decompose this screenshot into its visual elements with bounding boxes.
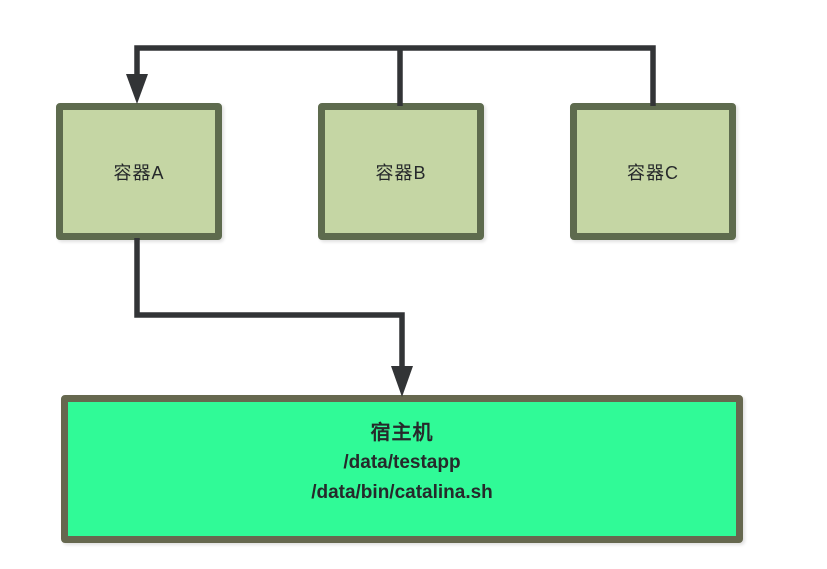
arrowhead-into-host	[391, 366, 413, 397]
connector-top-rail	[134, 45, 656, 106]
node-host-machine: 宿主机 /data/testapp /data/bin/catalina.sh	[61, 395, 743, 543]
container-a-label: 容器A	[113, 162, 165, 183]
node-container-a: 容器A	[56, 103, 222, 240]
host-path-catalina: /data/bin/catalina.sh	[311, 482, 493, 503]
arrowhead-into-container-a	[126, 74, 148, 104]
container-c-label: 容器C	[627, 162, 679, 183]
connector-container-a-to-host	[134, 238, 405, 367]
host-title: 宿主机	[370, 422, 434, 444]
container-b-label: 容器B	[375, 162, 427, 183]
host-path-testapp: /data/testapp	[343, 452, 461, 473]
node-container-c: 容器C	[570, 103, 736, 240]
node-container-b: 容器B	[318, 103, 484, 240]
